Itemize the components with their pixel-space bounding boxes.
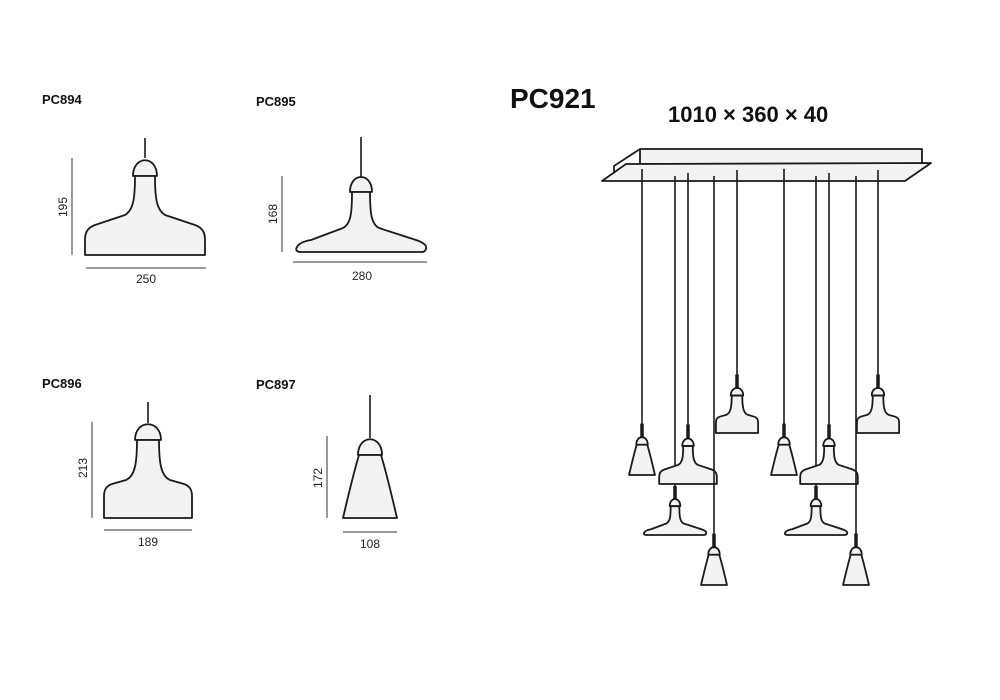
pendant-lamp <box>715 170 759 434</box>
model-title: PC895 <box>256 94 296 109</box>
lamp-shade-pc896 <box>103 423 193 519</box>
chandelier-dimensions: 1010 × 360 × 40 <box>668 102 828 127</box>
lamp-shade <box>628 436 656 476</box>
lamp-shade <box>799 438 859 485</box>
canopy <box>602 149 931 181</box>
pendant-lamp <box>643 176 707 536</box>
lamp-shade <box>770 436 798 476</box>
pendant-lamp <box>784 176 848 536</box>
pendant-lamp <box>628 169 656 476</box>
lamp-shade-pc894 <box>84 159 206 256</box>
model-pc894: PC894 195 250 <box>42 92 206 286</box>
width-label: 250 <box>136 272 156 286</box>
pendant-lamps <box>628 169 900 586</box>
lamp-shade <box>784 498 848 536</box>
model-title: PC894 <box>42 92 83 107</box>
height-label: 168 <box>266 204 280 224</box>
model-pc897: PC897 172 108 <box>256 377 398 551</box>
lamp-shade <box>842 546 870 586</box>
pendant-lamp <box>770 169 798 476</box>
width-label: 280 <box>352 269 372 283</box>
lamp-shade <box>715 387 759 434</box>
pendant-lamp <box>700 176 728 586</box>
height-label: 195 <box>56 197 70 217</box>
model-pc896: PC896 213 189 <box>42 376 193 549</box>
height-label: 172 <box>311 468 325 488</box>
lamp-shade <box>700 546 728 586</box>
lamp-shade <box>643 498 707 536</box>
model-pc921: PC921 1010 × 360 × 40 <box>510 83 931 586</box>
pendant-lamp <box>842 176 870 586</box>
lamp-shade-pc895 <box>295 176 428 253</box>
pendant-lamp <box>799 173 859 485</box>
lamp-shade <box>658 438 718 485</box>
lamp-shade-pc897 <box>342 438 398 519</box>
height-label: 213 <box>76 458 90 478</box>
model-title: PC897 <box>256 377 296 392</box>
width-label: 189 <box>138 535 158 549</box>
pendant-lamp <box>658 173 718 485</box>
width-label: 108 <box>360 537 380 551</box>
pendant-lamp <box>856 170 900 434</box>
model-pc895: PC895 168 280 <box>256 94 428 283</box>
lamp-shade <box>856 387 900 434</box>
chandelier-title: PC921 <box>510 83 596 114</box>
model-title: PC896 <box>42 376 82 391</box>
